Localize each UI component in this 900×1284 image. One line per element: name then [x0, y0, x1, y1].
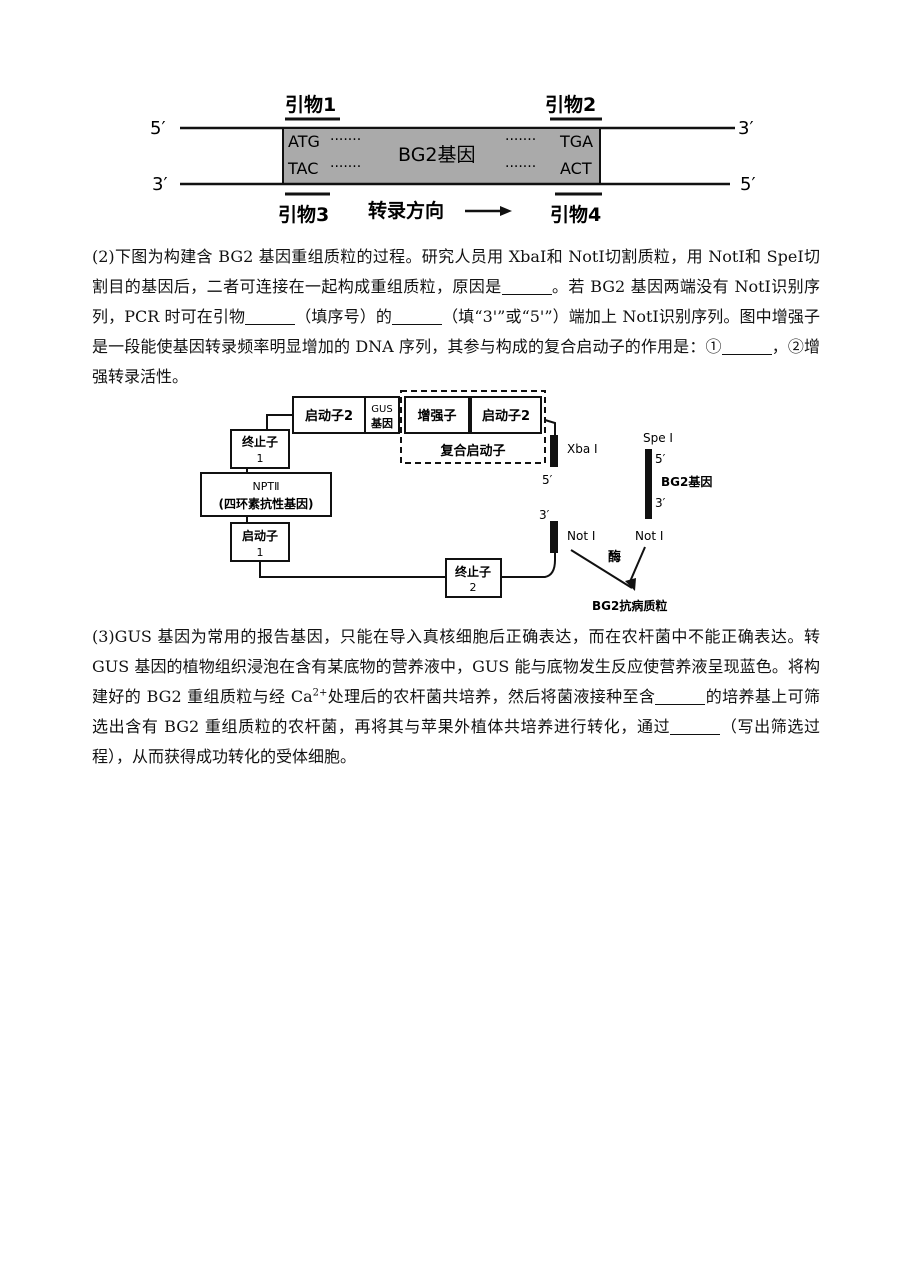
primer4-label: 引物4	[550, 203, 601, 226]
q2-part2: 。若 BG2 基因两端没有 NotI识别序列，PCR 时可在引物	[92, 277, 820, 326]
gus-label-line1: GUS	[371, 404, 392, 415]
not-left-cut-bar	[550, 521, 558, 553]
plasmid-wire-4	[259, 561, 446, 578]
dots-top-left: ·······	[330, 132, 361, 148]
primer3-label: 引物3	[278, 203, 329, 226]
gus-gene-box	[364, 396, 400, 434]
plasmid-wire	[266, 414, 293, 430]
terminator2-box	[445, 558, 502, 598]
q2-blank-4[interactable]	[721, 336, 772, 355]
q2-blank-3[interactable]	[392, 306, 443, 325]
q2-part5: ，②增强转录活性。	[92, 337, 820, 386]
q2-part1: (2)下图为构建含 BG2 基因重组质粒的过程。研究人员用 XbaI和 NotI…	[92, 247, 820, 296]
terminator1-box	[230, 429, 290, 469]
not-right-label: Not Ⅰ	[635, 529, 663, 543]
xba-cut-bar	[550, 435, 558, 467]
seq-tga: TGA	[559, 132, 593, 151]
q3-blank-1[interactable]	[655, 686, 706, 705]
q3-part4: （写出筛选过程），从而获得成功转化的受体细胞。	[92, 717, 820, 766]
bg2-gene-box	[282, 127, 601, 185]
xba-label: Xba Ⅰ	[567, 442, 598, 456]
q2-part3: （填序号）的	[295, 307, 393, 326]
primer1-label: 引物1	[285, 93, 336, 116]
bottom-left-end: 3′	[152, 174, 168, 195]
fragment-3-end: 3′	[655, 496, 666, 510]
q3-blank-2[interactable]	[670, 716, 721, 735]
ligation-line-right	[628, 546, 646, 585]
question-3-text: (3)GUS 基因为常用的报告基因，只能在导入真核细胞后正确表达，而在农杆菌中不…	[92, 622, 820, 772]
dots-bottom-right: ·······	[505, 159, 536, 175]
plasmid-wire-5	[501, 525, 556, 578]
seq-act: ACT	[560, 159, 592, 178]
direction-arrow-icon	[500, 206, 512, 216]
ligation-line-left	[570, 549, 633, 589]
npt-label-line1: NPTⅡ	[253, 480, 280, 493]
composite-promoter-label: 复合启动子	[439, 443, 505, 459]
promoter2-b-label: 启动子2	[482, 408, 530, 424]
bottom-right-end: 5′	[740, 174, 756, 195]
enzyme-label: 酶	[608, 549, 621, 565]
q2-blank-1[interactable]	[501, 276, 552, 295]
top-left-end: 5′	[150, 118, 166, 139]
seq-atg: ATG	[288, 132, 320, 151]
dots-top-right: ·······	[505, 132, 536, 148]
promoter2-a-label: 启动子2	[305, 408, 353, 424]
bg2-gene-primer-diagram: 引物1 引物2 5′ 3′ ATG TAC ······· ······· BG…	[150, 93, 756, 226]
terminator1-label-line2: 1	[257, 452, 264, 465]
npt-gene-box	[200, 472, 332, 517]
gus-label-line2: 基因	[370, 416, 393, 430]
plasmid-5-end: 5′	[542, 473, 553, 487]
bg2-fragment-bar	[645, 449, 652, 519]
promoter1-label-line1: 启动子	[242, 528, 278, 543]
promoter2-b-box	[470, 396, 542, 434]
terminator1-label-line1: 终止子	[242, 434, 278, 449]
fragment-5-end: 5′	[655, 452, 666, 466]
top-right-end: 3′	[738, 118, 754, 139]
q3-part1: (3)GUS 基因为常用的报告基因，只能在导入真核细胞后正确表达，而在农杆菌中不…	[92, 627, 820, 706]
enhancer-label: 增强子	[417, 408, 456, 424]
plasmid-3-end: 3′	[539, 508, 550, 522]
bg2-gene-label: BG2基因	[398, 144, 476, 166]
spe-label: Spe Ⅰ	[643, 431, 673, 445]
ligation-arrow-icon	[625, 578, 636, 591]
enhancer-box	[404, 396, 470, 434]
promoter1-box	[230, 522, 290, 562]
composite-promoter-box	[400, 390, 546, 464]
question-2-text: (2)下图为构建含 BG2 基因重组质粒的过程。研究人员用 XbaI和 NotI…	[92, 242, 820, 392]
q3-part3: 的培养基上可筛选出含有 BG2 重组质粒的农杆菌，再将其与苹果外植体共培养进行转…	[92, 687, 820, 736]
fragment-gene-label: BG2基因	[661, 474, 712, 489]
plasmid-wire-6	[544, 419, 556, 435]
npt-label-line2: (四环素抗性基因)	[219, 496, 314, 511]
dots-bottom-left: ·······	[330, 159, 361, 175]
transcription-direction-label: 转录方向	[368, 199, 444, 222]
primer2-label: 引物2	[545, 93, 596, 116]
product-label: BG2抗病质粒	[592, 598, 667, 613]
terminator2-label-line1: 终止子	[455, 564, 491, 579]
q2-part4: （填“3'”或“5'”）端加上 NotI识别序列。图中增强子是一段能使基因转录频…	[92, 307, 820, 356]
q3-part2: 处理后的农杆菌共培养，然后将菌液接种至含	[327, 687, 656, 706]
not-left-label: Not Ⅰ	[567, 529, 595, 543]
terminator2-label-line2: 2	[470, 581, 477, 594]
plasmid-construction-diagram: 启动子2 GUS 基因 增强子 启动子2 复合启动子 终止子 1 NPTⅡ (四…	[200, 390, 712, 613]
promoter1-label-line2: 1	[257, 546, 264, 559]
seq-tac: TAC	[287, 159, 318, 178]
q3-superscript: 2+	[312, 687, 328, 699]
q2-blank-2[interactable]	[245, 306, 296, 325]
